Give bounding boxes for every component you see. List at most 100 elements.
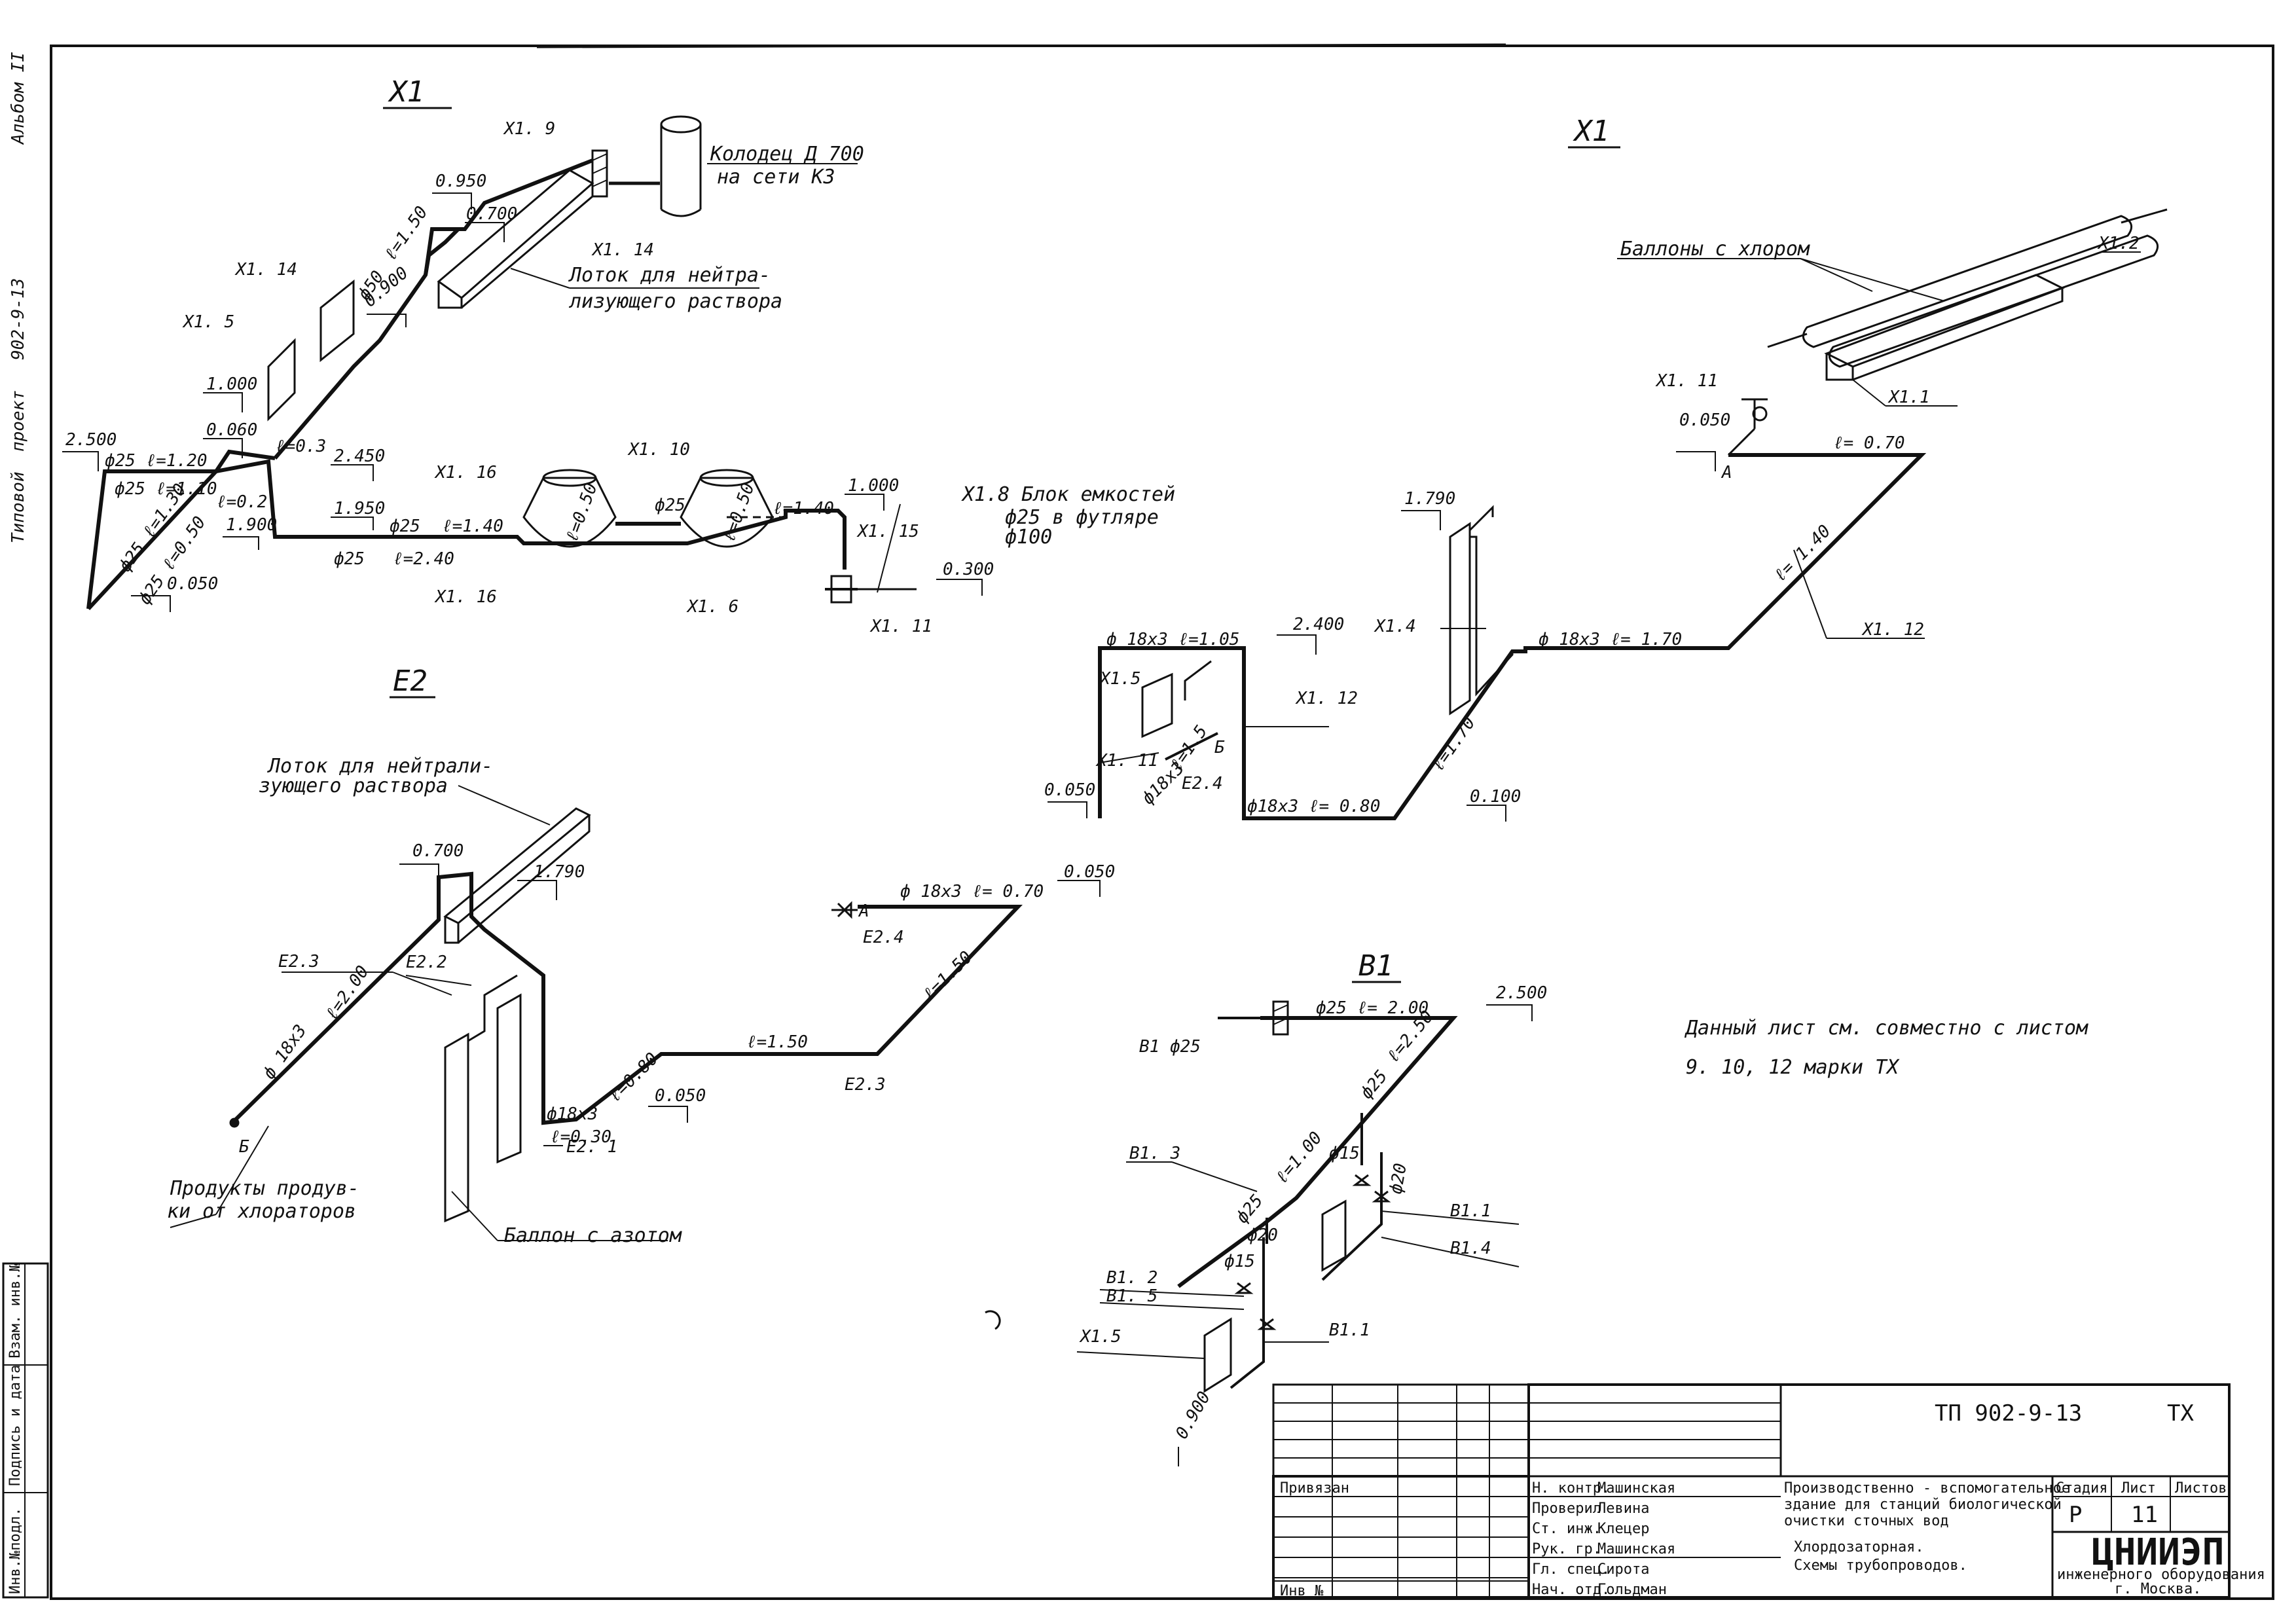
lbl-e2-l030: ℓ=0.30 — [550, 1127, 611, 1147]
lbl-l140a: ℓ=1.40 — [442, 517, 503, 536]
lbl-b1-1b: В1.1 — [1329, 1320, 1370, 1340]
lbl-e2400: 2.400 — [1293, 615, 1344, 634]
lbl-x1-4: Х1.4 — [1374, 617, 1416, 636]
lbl-b1-2: В1. 2 — [1106, 1268, 1157, 1288]
lbl-l050v2: ℓ=0.50 — [719, 481, 758, 545]
tb-inv-no: Инв № — [1280, 1583, 1323, 1599]
lbl-tray-1: Лоток для нейтра- — [568, 264, 771, 287]
lbl-l003: ℓ=0.3 — [275, 437, 326, 456]
tb-org-2: инженерного оборудования — [2057, 1567, 2265, 1583]
device-x1-5 — [267, 338, 296, 422]
tb-role-1: Проверил — [1532, 1500, 1601, 1517]
tb-object-3: очистки сточных вод — [1784, 1513, 1949, 1529]
tb-org-3: г. Москва. — [2115, 1581, 2201, 1597]
section-title-x1-right: Х1 — [1573, 115, 1609, 148]
lbl-x1-16b: Х1. 16 — [434, 587, 497, 607]
lbl-e2-e0700: 0.700 — [412, 841, 464, 861]
tb-role-3: Рук. гр. — [1532, 1541, 1601, 1557]
scheme-x1-left: Х1 — [62, 75, 983, 612]
labels-x1-right: Баллоны с хлором Х1.2 Х1.1 Х1. 11 0.050 … — [1044, 234, 2140, 816]
device-b1-center — [1321, 1199, 1347, 1272]
tb-role-5: Нач. отд. — [1532, 1582, 1610, 1598]
lbl-e2-tray-2: зующего раствора — [259, 774, 448, 797]
lbl-x1-11r: Х1. 11 — [1655, 371, 1718, 391]
lbl-e2-prod-2: ки от хлораторов — [167, 1200, 356, 1223]
lbl-b1-l100: ℓ=1.00 — [1271, 1128, 1326, 1188]
section-title-x1-left: Х1 — [388, 75, 424, 109]
lbl-e2-point-a: А — [858, 901, 869, 921]
lbl-l170v: ℓ=1.70 — [1428, 714, 1479, 775]
lbl-e2-n2: Баллон с азотом — [504, 1224, 682, 1247]
lbl-l240: ℓ=2.40 — [393, 549, 454, 569]
lbl-b1-e2500: 2.500 — [1496, 983, 1547, 1003]
lbl-x1-5r: Х1.5 — [1099, 669, 1141, 689]
lbl-e2-1: Е2. 1 — [566, 1137, 617, 1157]
lbl-l140b: ℓ=1.40 — [773, 499, 834, 518]
lbl-phi25-c: ф25 — [655, 496, 685, 515]
tb-mark: ТХ — [2167, 1400, 2194, 1426]
lbl-e1790r: 1.790 — [1404, 489, 1455, 509]
lbl-e1000: 1.000 — [206, 374, 257, 394]
lbl-point-b: Б — [1214, 738, 1225, 757]
nitrogen-cylinder-2 — [496, 993, 522, 1164]
lbl-x1-8-3: ф100 — [1005, 526, 1052, 549]
lbl-e0060: 0.060 — [206, 420, 257, 440]
lbl-x1-16a: Х1. 16 — [434, 463, 497, 482]
tb-sheet-1: Хлордозаторная. — [1794, 1539, 1924, 1555]
lbl-e2-4: Е2.4 — [863, 928, 904, 947]
tb-name-0: Машинская — [1597, 1480, 1675, 1497]
tb-name-4: Сирота — [1597, 1561, 1649, 1578]
pipe-x1-top — [424, 158, 594, 276]
tank-left — [522, 477, 617, 548]
lbl-l070: ℓ= 0.70 — [1833, 433, 1905, 453]
lbl-x1-15: Х1. 15 — [856, 522, 919, 541]
lbl-x1-8-2: ф25 в футляре — [1005, 506, 1159, 529]
lbl-e1950: 1.950 — [334, 499, 385, 518]
lbl-b1-e0900: 0.900 — [1172, 1389, 1214, 1443]
lbl-b1-3: В1. 3 — [1129, 1144, 1180, 1163]
tb-name-3: Машинская — [1597, 1541, 1675, 1557]
stray-mark — [985, 1310, 1001, 1330]
tb-object-2: здание для станций биологической — [1784, 1497, 2062, 1513]
device-x1-5-right — [1141, 672, 1173, 738]
lbl-x1-12a: Х1. 12 — [1861, 620, 1924, 640]
lbl-e0050b: 0.050 — [1044, 780, 1095, 800]
lbl-e2-l080: ℓ=0.80 — [605, 1049, 663, 1106]
lbl-x1-11: Х1. 11 — [869, 617, 932, 636]
tb-object-1: Производственно - вспомогательное — [1784, 1480, 2070, 1497]
strip-inv-label: Инв.№подл. — [7, 1508, 24, 1594]
title-block-text: ТП 902-9-13 ТХ Привязан Инв № Н. контр. … — [1280, 1400, 2265, 1599]
lbl-well-1: Колодец Д 700 — [710, 143, 864, 166]
lbl-e2-phi18-l070: ф 18х3 ℓ= 0.70 — [900, 882, 1044, 901]
note-line-2: 9. 10, 12 марки ТХ — [1686, 1056, 1900, 1079]
lbl-l150: ℓ=1.50 — [380, 203, 431, 264]
lbl-b1-phi25-e: ф25 — [1232, 1191, 1267, 1227]
lbl-e2-4r: Е2.4 — [1182, 774, 1223, 793]
lbl-cylinders-chlorine: Баллоны с хлором — [1620, 238, 1810, 261]
side-album: Альбом II — [9, 52, 28, 145]
lbl-x1-10: Х1. 10 — [627, 440, 690, 460]
lbl-x1-6: Х1. 6 — [686, 597, 738, 617]
lbl-x1-5: Х1. 5 — [182, 312, 234, 332]
lbl-point-a: А — [1721, 463, 1732, 482]
device-x1-4 — [1449, 522, 1471, 716]
nitrogen-cylinder-1 — [444, 1032, 469, 1223]
tb-sheet-2: Схемы трубопроводов. — [1794, 1557, 1967, 1574]
lbl-e2500: 2.500 — [65, 430, 117, 450]
lbl-x1-8-1: Х1.8 Блок емкостей — [961, 483, 1175, 506]
lbl-b1-phi25-l200: ф25 ℓ= 2.00 — [1316, 998, 1429, 1018]
lbl-b1-phi15a: ф15 — [1329, 1144, 1360, 1163]
device-x1-14 — [319, 279, 355, 363]
lbl-e0950: 0.950 — [435, 172, 486, 191]
lbl-e2450: 2.450 — [334, 446, 385, 466]
lbl-e0300: 0.300 — [943, 560, 994, 579]
lbl-well-2: на сети К3 — [717, 166, 835, 189]
lbl-x1-14b: Х1. 14 — [591, 240, 654, 260]
tb-name-2: Клецер — [1597, 1521, 1649, 1537]
tb-privyazan: Привязан — [1280, 1480, 1349, 1497]
left-binding-strip: Инв.№подл. Подпись и дата Взам. инв.№ — [2, 1262, 49, 1599]
lbl-e2-l150a: ℓ=1.50 — [919, 947, 977, 1005]
pipe-x1-upper — [273, 227, 460, 460]
lbl-b1-x1-5: Х1.5 — [1079, 1327, 1121, 1347]
